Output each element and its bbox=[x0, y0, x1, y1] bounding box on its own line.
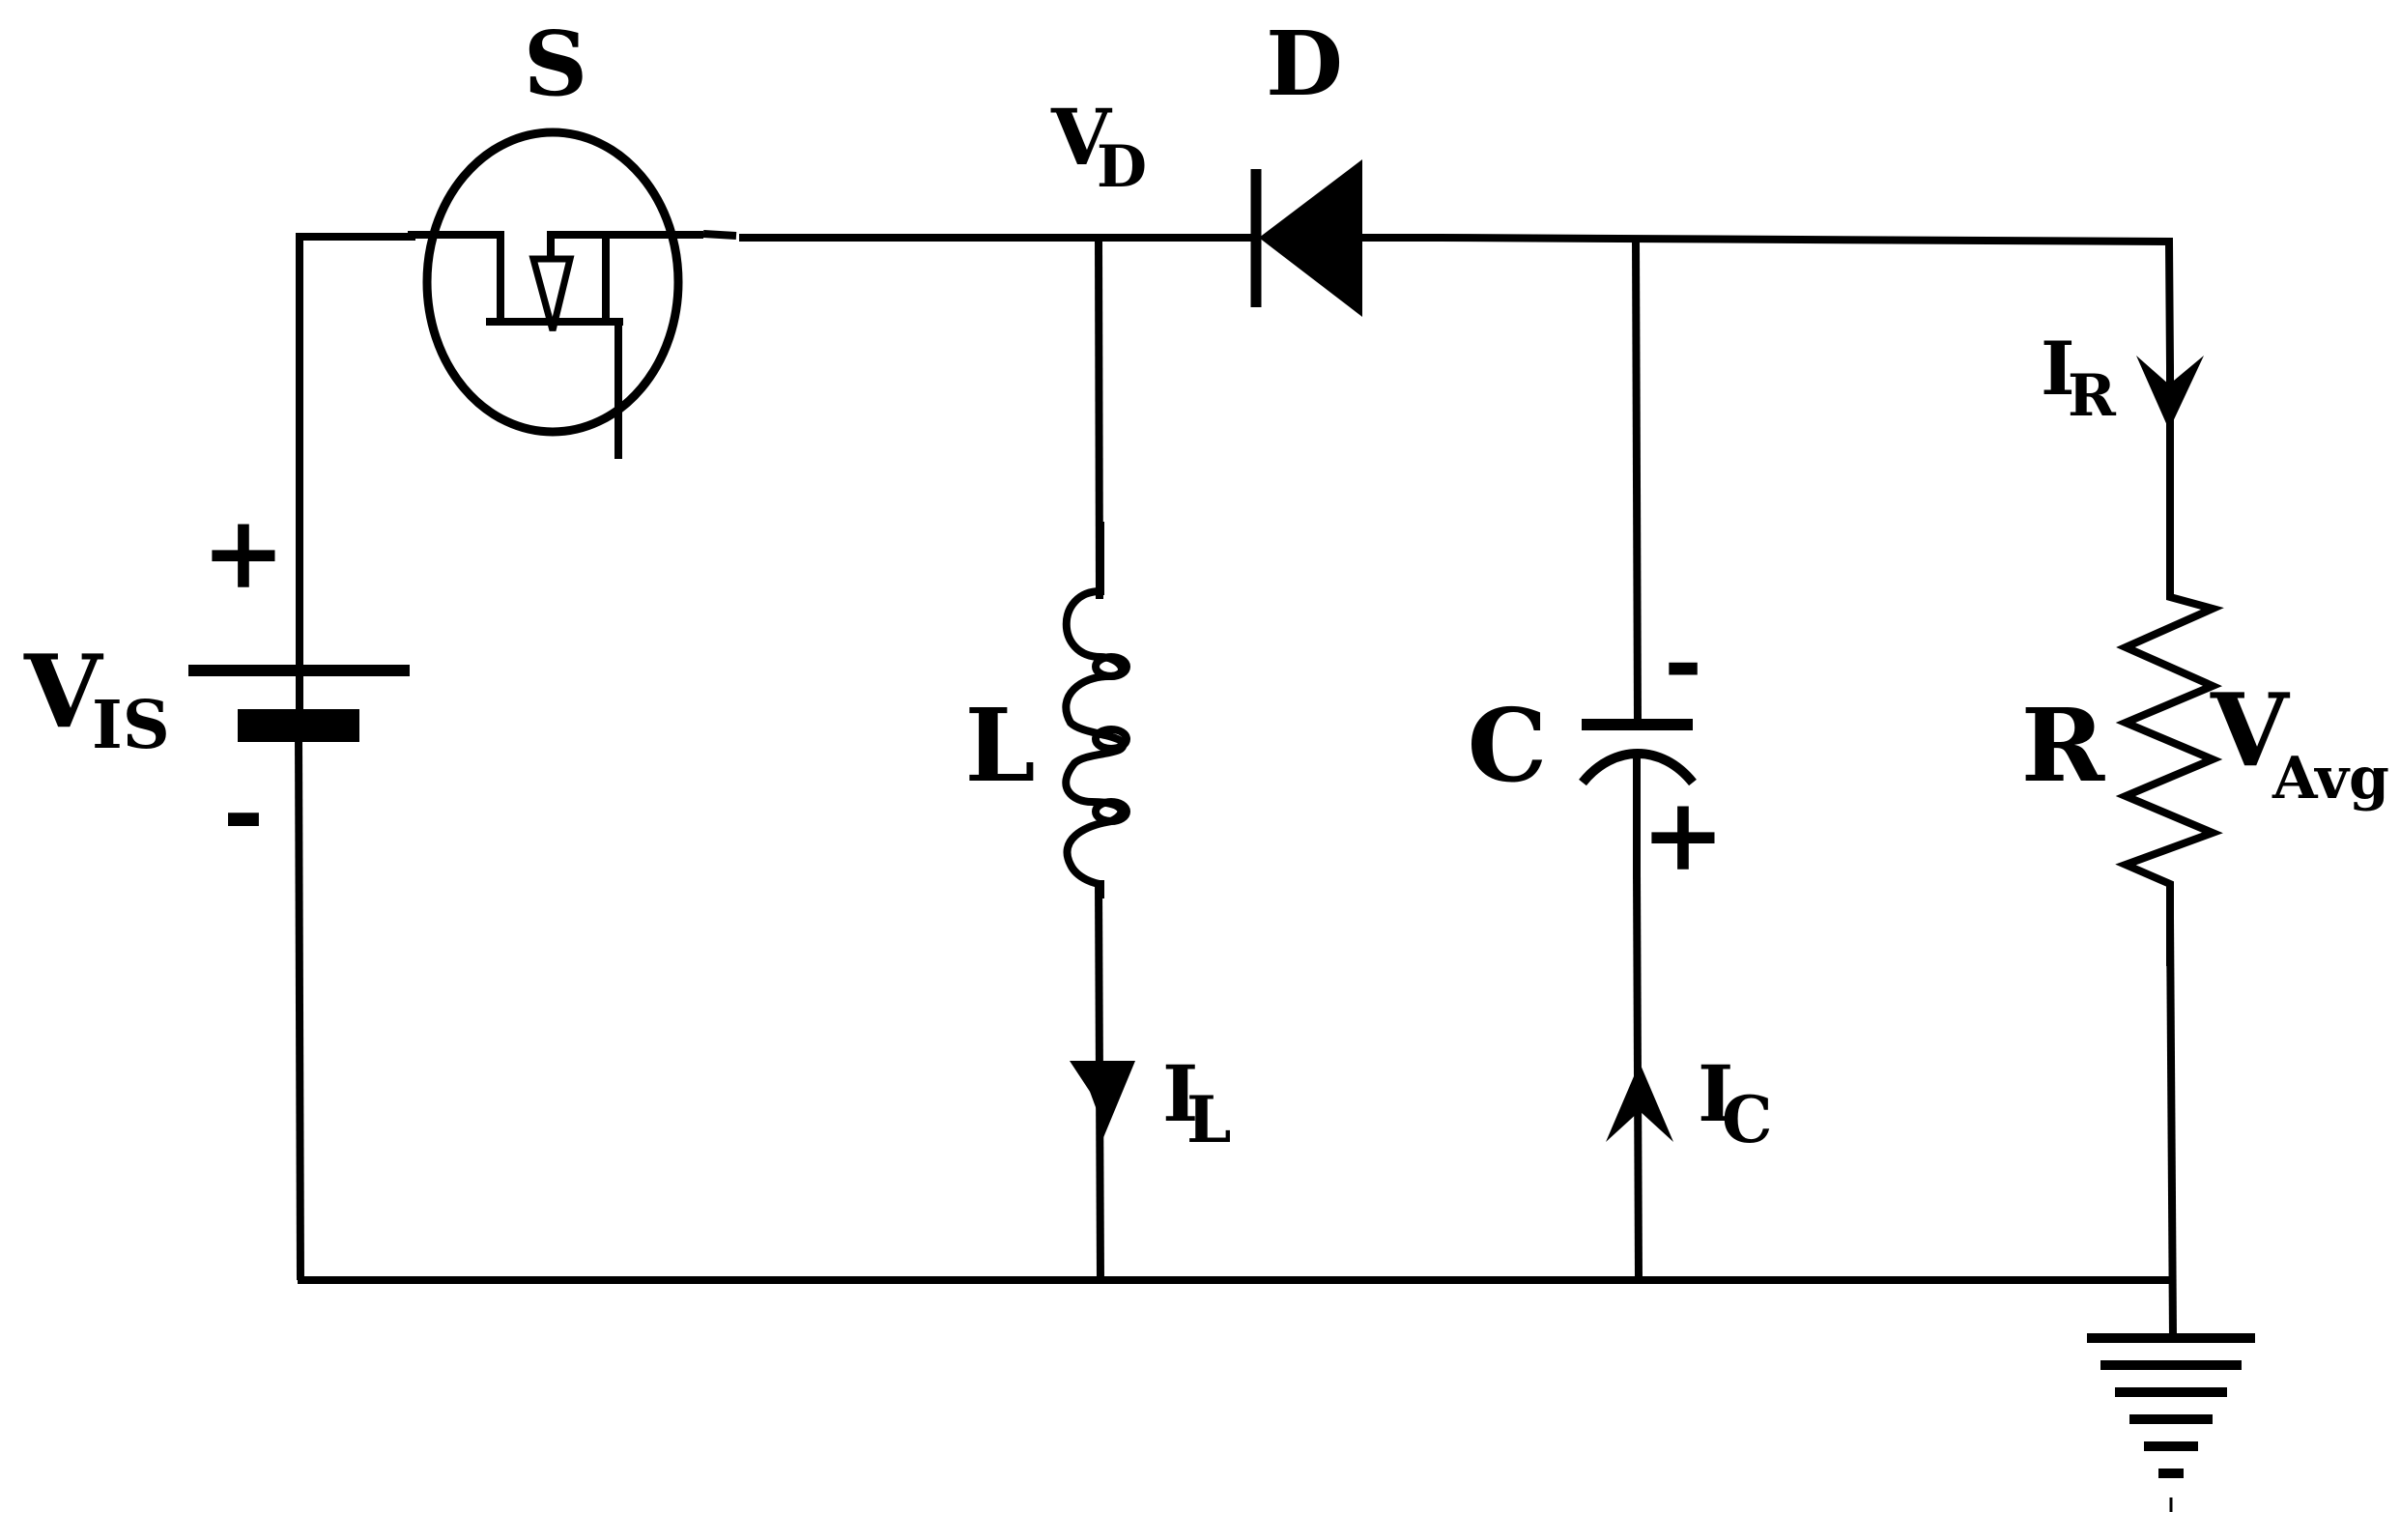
capacitor-minus-label: - bbox=[1664, 607, 1702, 716]
inductor-current-label-sub: L bbox=[1186, 1082, 1231, 1157]
inductor-current-arrow-notch bbox=[1079, 1063, 1126, 1126]
capacitor bbox=[1579, 719, 1697, 879]
resistor bbox=[2115, 367, 2224, 966]
output-voltage-label-sub: Avg bbox=[2271, 745, 2389, 813]
resistor-current-arrow bbox=[2136, 356, 2204, 430]
switch-enclosure-circle bbox=[422, 128, 683, 437]
inductor-coil bbox=[1062, 522, 1127, 898]
wire-switch-output-stub bbox=[702, 230, 737, 240]
capacitor-plus-label: + bbox=[1641, 775, 1725, 894]
switch-drain-lead bbox=[547, 231, 703, 261]
capacitor-current-label-sub: C bbox=[1722, 1082, 1773, 1157]
resistor-label: R bbox=[2021, 686, 2106, 805]
ground-symbol bbox=[2087, 1333, 2255, 1512]
diode-label: D bbox=[1266, 12, 1343, 116]
capacitor-current-arrow bbox=[1606, 1063, 1673, 1142]
wires bbox=[295, 230, 2177, 1339]
diode-triangle bbox=[1259, 159, 1362, 317]
inductor-loop-3 bbox=[1092, 798, 1130, 825]
wire-top-left bbox=[296, 233, 415, 741]
inductor-label: L bbox=[964, 686, 1035, 805]
dc-source bbox=[188, 665, 410, 742]
switch-source-lead bbox=[408, 231, 504, 322]
wire-resistor-bottom bbox=[2166, 917, 2177, 1339]
switch-mosfet bbox=[408, 128, 703, 459]
diode-voltage-label-sub: D bbox=[1097, 133, 1147, 201]
resistor-current-label-main: I bbox=[2041, 326, 2075, 412]
capacitor-label: C bbox=[1468, 686, 1548, 805]
switch-label: S bbox=[524, 12, 587, 116]
source-voltage-label-sub: IS bbox=[92, 687, 170, 764]
inductor bbox=[1062, 522, 1130, 898]
output-voltage-label-main: V bbox=[2210, 670, 2291, 789]
diode bbox=[1250, 159, 1362, 317]
wire-diode-to-output bbox=[1362, 234, 2174, 368]
source-plus-label: + bbox=[201, 493, 285, 612]
resistor-zigzag bbox=[2115, 367, 2224, 966]
source-voltage-label-main: V bbox=[23, 632, 104, 751]
source-minus-label: - bbox=[222, 752, 264, 870]
inductor-current-label-main: I bbox=[1162, 1048, 1198, 1139]
resistor-current-label-sub: R bbox=[2068, 362, 2117, 430]
labels: S D V D V IS + - L I L C - + I C R I R V… bbox=[23, 12, 2389, 1157]
current-arrows bbox=[1070, 356, 2204, 1142]
diode-voltage-label-main: V bbox=[1050, 92, 1113, 183]
wire-source-bottom bbox=[295, 733, 304, 1281]
capacitor-current-label-main: I bbox=[1698, 1048, 1733, 1139]
inductor-loop-1 bbox=[1092, 653, 1130, 680]
wire-capacitor-top bbox=[1632, 241, 1642, 726]
inductor-loop-2 bbox=[1092, 726, 1130, 753]
switch-body-diode-arrow bbox=[529, 255, 575, 331]
